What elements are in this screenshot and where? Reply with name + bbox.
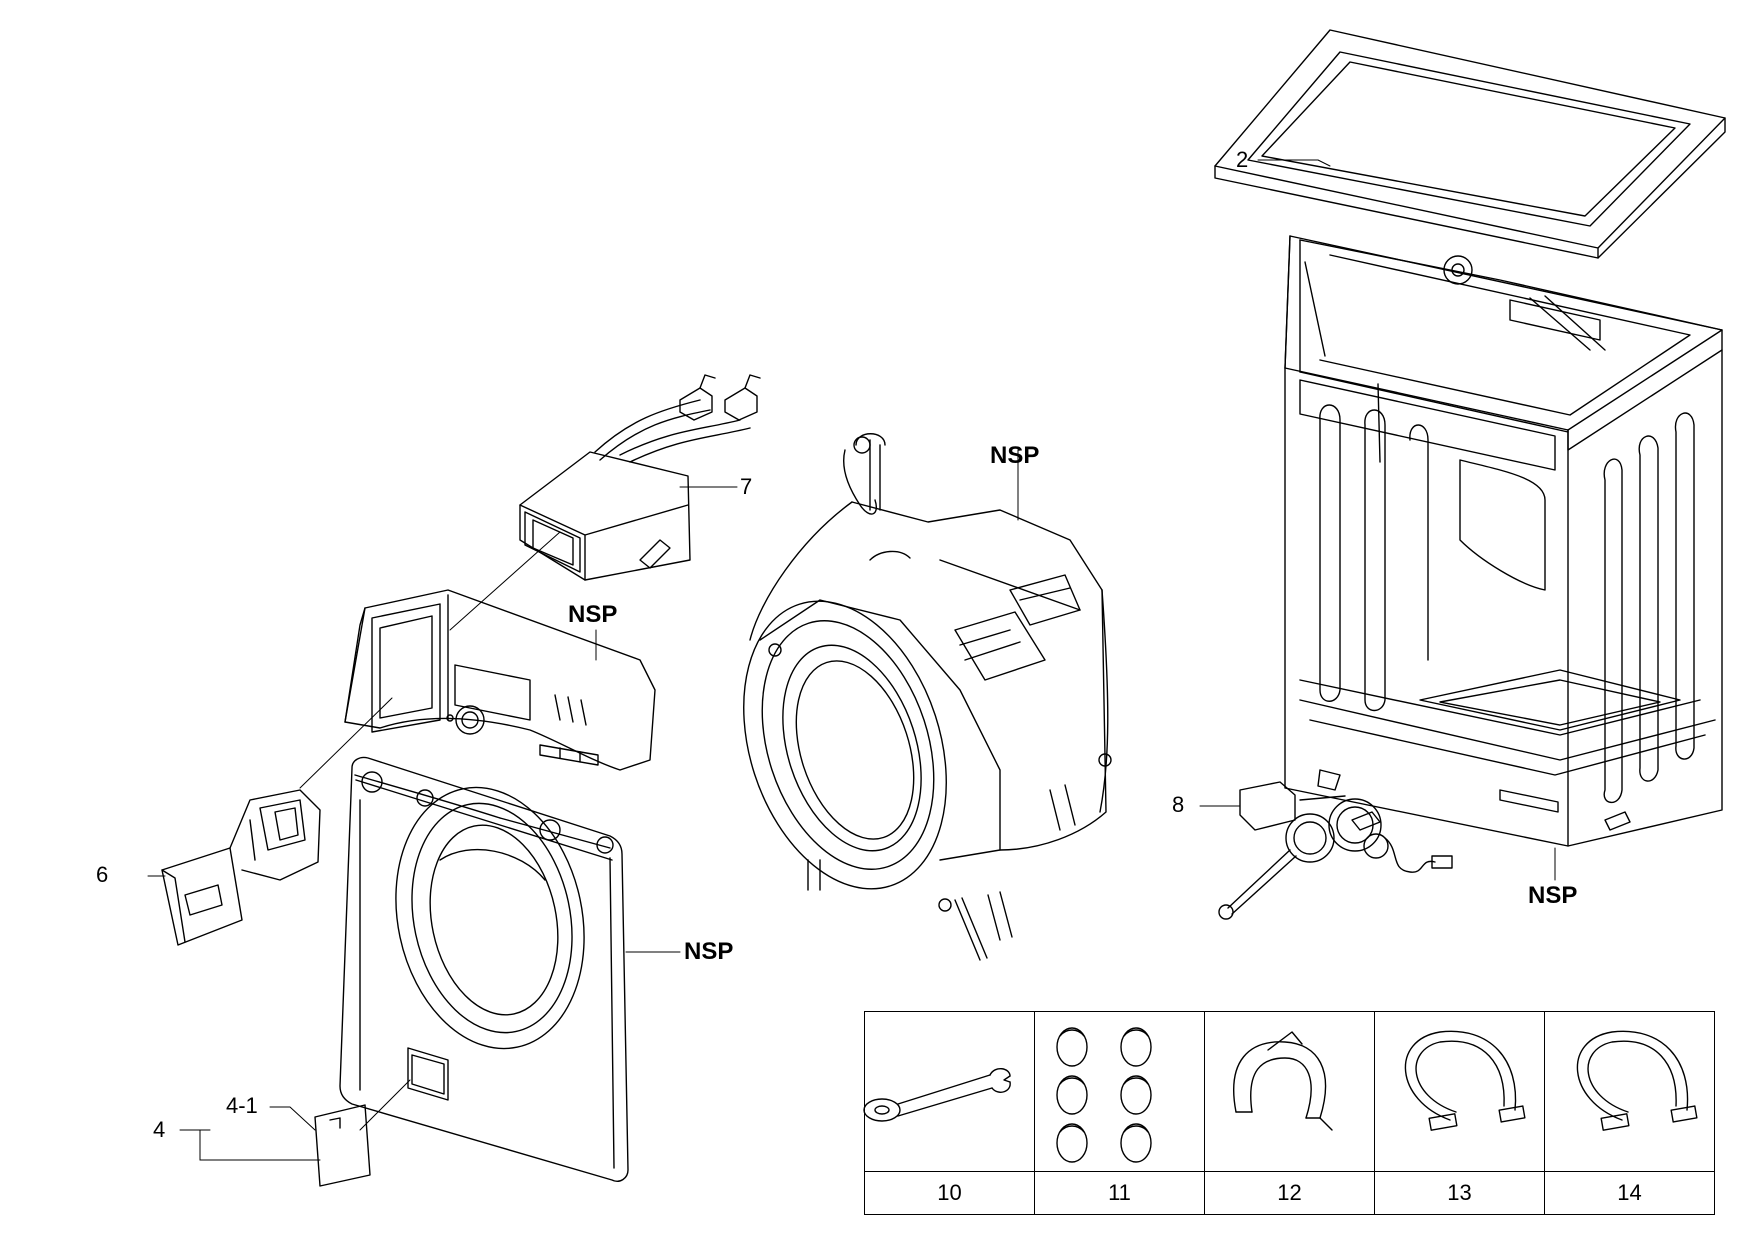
callout-7: 7 <box>740 474 753 499</box>
drain-pump-drawing <box>1218 781 1453 920</box>
accessory-number-12: 12 <box>1204 1171 1375 1215</box>
callout-2: 2 <box>1236 147 1249 172</box>
callout-nsp-tub: NSP <box>990 442 1040 469</box>
accessory-number-10: 10 <box>864 1171 1035 1215</box>
accessory-cell-14 <box>1544 1011 1715 1172</box>
accessory-number-11: 11 <box>1034 1171 1205 1215</box>
callout-6: 6 <box>96 862 109 887</box>
accessory-cell-12 <box>1204 1011 1375 1172</box>
callout-nsp-control-panel: NSP <box>568 601 618 628</box>
tub-assembly-drawing <box>743 433 1112 961</box>
callout-nsp-cabinet: NSP <box>1528 882 1578 909</box>
callout-8: 8 <box>1172 792 1185 817</box>
cabinet-drawing <box>1284 235 1723 847</box>
filter-cover-drawing <box>314 1104 371 1187</box>
accessory-cell-11 <box>1034 1011 1205 1172</box>
detergent-drawer-drawing <box>161 789 321 946</box>
accessory-cell-10 <box>864 1011 1035 1172</box>
callout-4-1: 4-1 <box>226 1093 258 1118</box>
accessory-cell-13 <box>1374 1011 1545 1172</box>
accessory-number-14: 14 <box>1544 1171 1715 1215</box>
accessories-number-row: 10 11 12 13 14 <box>864 1171 1715 1215</box>
accessories-image-row <box>864 1011 1715 1172</box>
accessories-table: 10 11 12 13 14 <box>864 1011 1715 1215</box>
detergent-housing-drawing <box>519 374 761 581</box>
callout-nsp-front-panel: NSP <box>684 938 734 965</box>
control-panel-drawing <box>344 589 656 771</box>
leader-lines <box>147 159 1556 1161</box>
accessory-number-13: 13 <box>1374 1171 1545 1215</box>
top-cover-drawing <box>1214 29 1726 259</box>
callout-4: 4 <box>153 1117 166 1142</box>
front-panel-drawing <box>339 756 629 1182</box>
